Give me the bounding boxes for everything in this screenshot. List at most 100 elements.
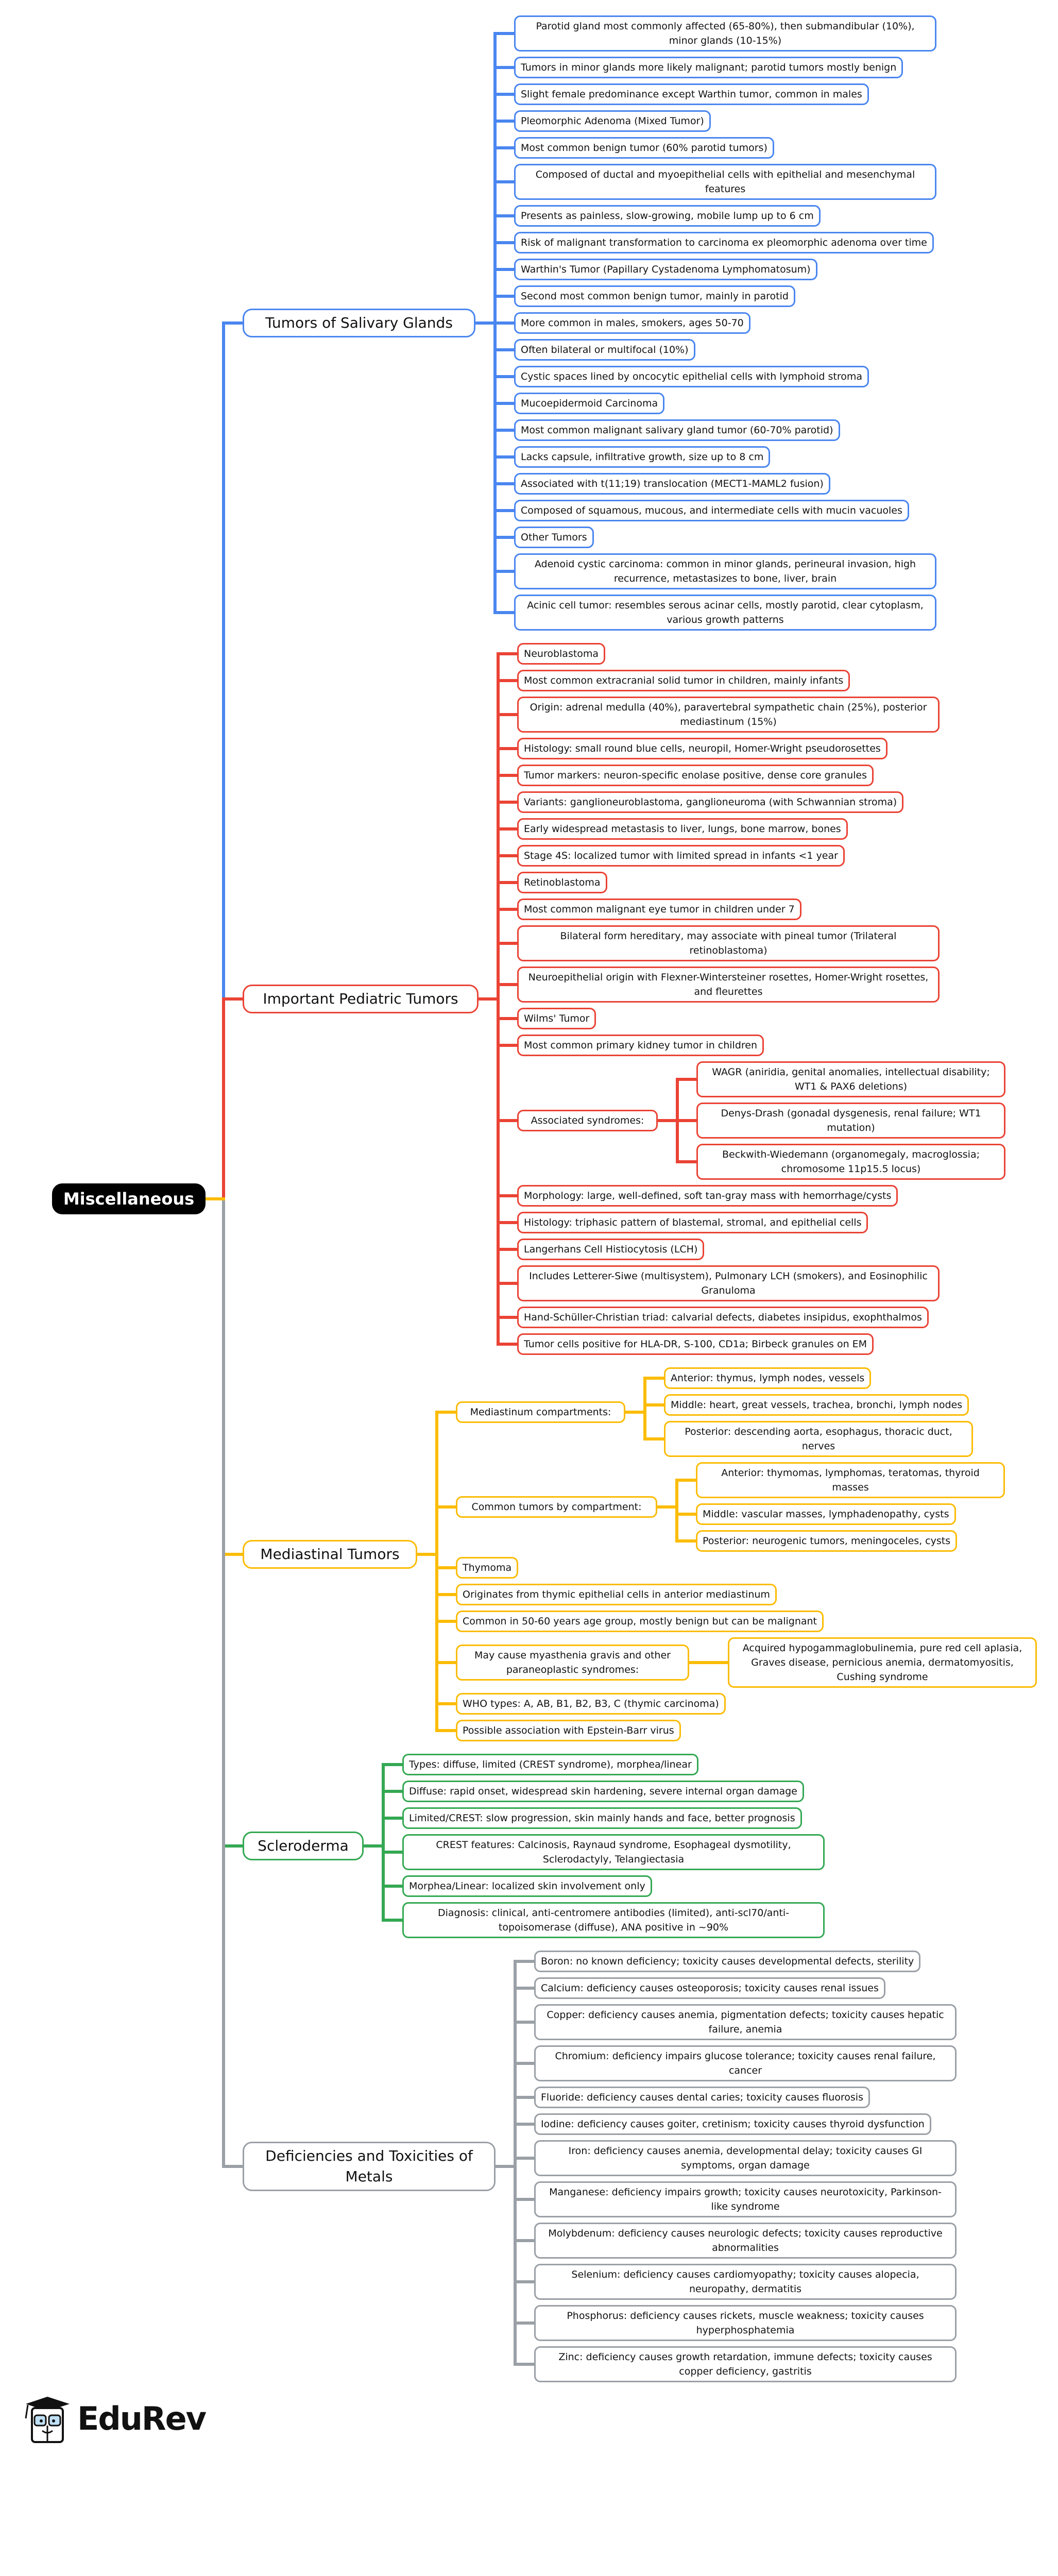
leaf-node: Langerhans Cell Histiocytosis (LCH) — [517, 1239, 705, 1260]
leaf-node: Variants: ganglioneuroblastoma, ganglion… — [517, 791, 904, 813]
branch-metal-deficiencies[interactable]: Deficiencies and Toxicities of Metals — [243, 2142, 496, 2191]
leaf-node: Possible association with Epstein-Barr v… — [456, 1720, 681, 1741]
leaf-node: Risk of malignant transformation to carc… — [514, 232, 934, 253]
leaf-node: Retinoblastoma — [517, 872, 607, 893]
leaf-node: Anterior: thymus, lymph nodes, vessels — [664, 1367, 872, 1389]
leaf-node: Beckwith-Wiedemann (organomegaly, macrog… — [696, 1144, 1005, 1180]
leaf-node-common-tumors[interactable]: Common tumors by compartment: — [456, 1496, 657, 1518]
brand-name: EduRev — [77, 2399, 207, 2437]
leaf-node: Copper: deficiency causes anemia, pigmen… — [534, 2004, 957, 2040]
leaf-row: May cause myasthenia gravis and other pa… — [456, 1637, 1037, 1688]
leaf-node: Diffuse: rapid onset, widespread skin ha… — [402, 1781, 804, 1802]
leaf-node: Morphology: large, well-defined, soft ta… — [517, 1185, 898, 1207]
leaf-node: Pleomorphic Adenoma (Mixed Tumor) — [514, 110, 711, 132]
leaf-node: Most common primary kidney tumor in chil… — [517, 1035, 764, 1056]
leaf-node: More common in males, smokers, ages 50-7… — [514, 312, 750, 334]
leaf-node: Morphea/Linear: localized skin involveme… — [402, 1875, 652, 1897]
branch-items: Boron: no known deficiency; toxicity cau… — [534, 1951, 957, 2382]
leaf-node: Limited/CREST: slow progression, skin ma… — [402, 1807, 802, 1829]
leaf-node-compartments[interactable]: Mediastinum compartments: — [456, 1401, 625, 1423]
leaf-node: Posterior: neurogenic tumors, meningocel… — [696, 1530, 958, 1552]
leaf-node: Presents as painless, slow-growing, mobi… — [514, 205, 821, 227]
branch-list: Tumors of Salivary Glands Parotid gland … — [243, 15, 1037, 2382]
leaf-node: Hand-Schüller-Christian triad: calvarial… — [517, 1307, 929, 1328]
leaf-node: Neuroepithelial origin with Flexner-Wint… — [517, 967, 940, 1003]
root-node[interactable]: Miscellaneous — [52, 1183, 206, 1214]
branch-pediatric-tumors[interactable]: Important Pediatric Tumors — [243, 985, 479, 1013]
branch-scleroderma[interactable]: Scleroderma — [243, 1832, 364, 1860]
leaf-node: Composed of squamous, mucous, and interm… — [514, 500, 909, 521]
leaf-node: Middle: vascular masses, lymphadenopathy… — [696, 1503, 956, 1525]
leaf-node: Early widespread metastasis to liver, lu… — [517, 818, 848, 840]
leaf-node: Thymoma — [456, 1557, 519, 1579]
leaf-node-associated-syndromes[interactable]: Associated syndromes: — [517, 1110, 658, 1131]
leaf-node: Tumor markers: neuron-specific enolase p… — [517, 765, 874, 786]
leaf-node: Types: diffuse, limited (CREST syndrome)… — [402, 1754, 698, 1775]
leaf-node: Selenium: deficiency causes cardiomyopat… — [534, 2264, 957, 2300]
branch-items: Neuroblastoma Most common extracranial s… — [517, 643, 1005, 1355]
mind-map: Miscellaneous Tumors of Salivary Glands … — [52, 15, 1037, 2382]
leaf-node: Diagnosis: clinical, anti-centromere ant… — [402, 1902, 825, 1938]
branch-items: Mediastinum compartments: Anterior: thym… — [456, 1367, 1037, 1741]
mascot-icon — [25, 2397, 70, 2443]
branch-items: Types: diffuse, limited (CREST syndrome)… — [402, 1754, 825, 1938]
leaf-node: Wilms' Tumor — [517, 1008, 596, 1029]
leaf-node: Tumor cells positive for HLA-DR, S-100, … — [517, 1333, 874, 1355]
leaf-row: Mediastinum compartments: Anterior: thym… — [456, 1367, 973, 1457]
leaf-row: Common tumors by compartment: Anterior: … — [456, 1462, 1005, 1552]
branch-row: Tumors of Salivary Glands Parotid gland … — [243, 15, 1037, 631]
leaf-node-paraneoplastic[interactable]: May cause myasthenia gravis and other pa… — [456, 1645, 689, 1681]
branch-row: Deficiencies and Toxicities of Metals Bo… — [243, 1951, 1037, 2382]
leaf-node: Posterior: descending aorta, esophagus, … — [664, 1421, 973, 1457]
leaf-node: Slight female predominance except Warthi… — [514, 83, 869, 105]
leaf-node: Phosphorus: deficiency causes rickets, m… — [534, 2305, 957, 2341]
leaf-node: Stage 4S: localized tumor with limited s… — [517, 845, 845, 867]
leaf-node: Molybdenum: deficiency causes neurologic… — [534, 2223, 957, 2259]
leaf-node: Iron: deficiency causes anemia, developm… — [534, 2140, 957, 2176]
leaf-node: Fluoride: deficiency causes dental carie… — [534, 2087, 870, 2108]
branch-salivary-tumors[interactable]: Tumors of Salivary Glands — [243, 309, 475, 337]
leaf-node: Chromium: deficiency impairs glucose tol… — [534, 2045, 957, 2081]
edurev-logo: EduRev — [21, 2393, 1058, 2444]
leaf-node: Histology: small round blue cells, neuro… — [517, 738, 888, 759]
leaf-node: Common in 50-60 years age group, mostly … — [456, 1611, 824, 1632]
leaf-node: Zinc: deficiency causes growth retardati… — [534, 2346, 957, 2382]
leaf-node: Anterior: thymomas, lymphomas, teratomas… — [696, 1462, 1005, 1498]
sub-items: WAGR (aniridia, genital anomalies, intel… — [696, 1061, 1005, 1180]
leaf-node: Originates from thymic epithelial cells … — [456, 1584, 777, 1605]
leaf-node: WHO types: A, AB, B1, B2, B3, C (thymic … — [456, 1693, 726, 1715]
leaf-node: Origin: adrenal medulla (40%), paraverte… — [517, 697, 940, 733]
leaf-node: Parotid gland most commonly affected (65… — [514, 15, 936, 52]
leaf-node: Acinic cell tumor: resembles serous acin… — [514, 595, 936, 631]
sub-items: Acquired hypogammaglobulinemia, pure red… — [728, 1637, 1037, 1688]
leaf-node: Neuroblastoma — [517, 643, 606, 665]
leaf-node: Mucoepidermoid Carcinoma — [514, 393, 665, 414]
leaf-node: Calcium: deficiency causes osteoporosis;… — [534, 1977, 885, 1999]
leaf-node: Most common extracranial solid tumor in … — [517, 670, 850, 691]
leaf-node: Second most common benign tumor, mainly … — [514, 285, 795, 307]
leaf-node: Most common malignant salivary gland tum… — [514, 419, 840, 441]
leaf-row: Associated syndromes: WAGR (aniridia, ge… — [517, 1061, 1005, 1180]
leaf-node: Cystic spaces lined by oncocytic epithel… — [514, 366, 869, 387]
leaf-node: Lacks capsule, infiltrative growth, size… — [514, 446, 771, 468]
leaf-node: CREST features: Calcinosis, Raynaud synd… — [402, 1834, 825, 1870]
branch-items: Parotid gland most commonly affected (65… — [514, 15, 936, 631]
leaf-node: Adenoid cystic carcinoma: common in mino… — [514, 553, 936, 589]
leaf-node: WAGR (aniridia, genital anomalies, intel… — [696, 1061, 1005, 1097]
leaf-node: Histology: triphasic pattern of blastema… — [517, 1212, 868, 1233]
leaf-node: Boron: no known deficiency; toxicity cau… — [534, 1951, 921, 1972]
branch-row: Important Pediatric Tumors Neuroblastoma… — [243, 643, 1037, 1355]
leaf-node: Manganese: deficiency impairs growth; to… — [534, 2181, 957, 2217]
leaf-node: Composed of ductal and myoepithelial cel… — [514, 164, 936, 200]
leaf-node: Includes Letterer-Siwe (multisystem), Pu… — [517, 1265, 940, 1301]
leaf-node: Most common malignant eye tumor in child… — [517, 899, 801, 920]
leaf-node: Most common benign tumor (60% parotid tu… — [514, 137, 774, 159]
branch-row: Mediastinal Tumors Mediastinum compartme… — [243, 1367, 1037, 1741]
leaf-node: Acquired hypogammaglobulinemia, pure red… — [728, 1637, 1037, 1688]
leaf-node: Bilateral form hereditary, may associate… — [517, 925, 940, 961]
branch-mediastinal-tumors[interactable]: Mediastinal Tumors — [243, 1540, 417, 1569]
branch-row: Scleroderma Types: diffuse, limited (CRE… — [243, 1754, 1037, 1938]
leaf-node: Denys-Drash (gonadal dysgenesis, renal f… — [696, 1103, 1005, 1139]
leaf-node: Other Tumors — [514, 527, 594, 548]
leaf-node: Warthin's Tumor (Papillary Cystadenoma L… — [514, 259, 817, 280]
